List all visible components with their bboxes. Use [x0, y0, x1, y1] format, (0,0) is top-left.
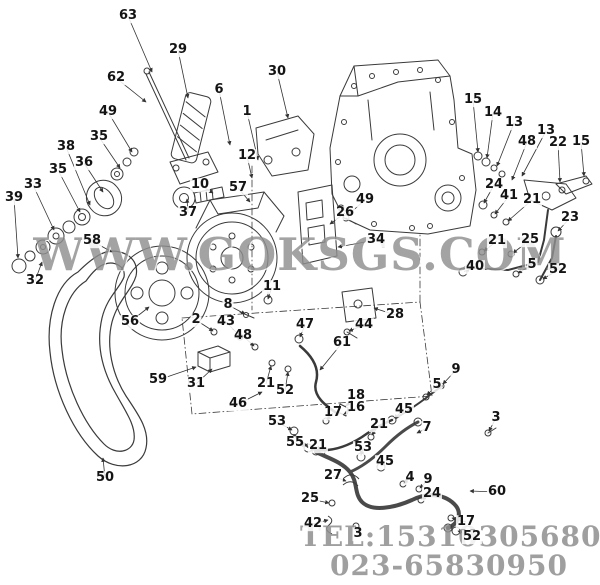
leader-lines	[13, 15, 586, 538]
